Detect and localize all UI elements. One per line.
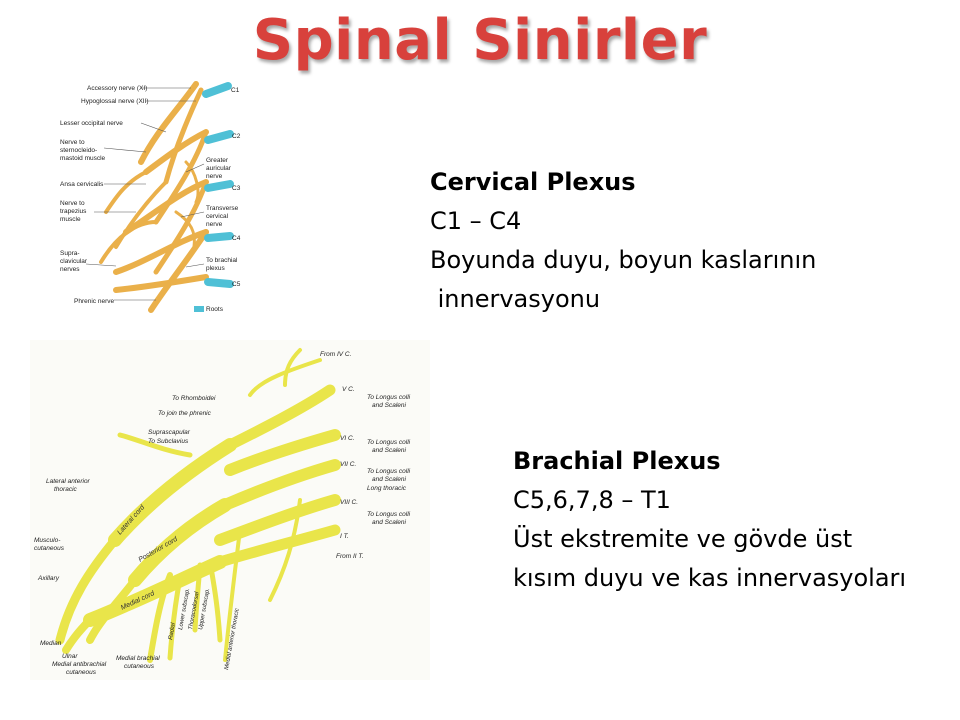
label-musculo-1: Musculo- xyxy=(34,537,61,544)
label-lat-ant-2: thoracic xyxy=(54,486,78,493)
label-i-t: I T. xyxy=(340,533,349,540)
label-longus-1a: To Longus colli xyxy=(367,394,411,401)
label-v-c: V C. xyxy=(342,386,355,393)
label-roots: Roots xyxy=(206,306,224,313)
cervical-heading: Cervical Plexus xyxy=(430,168,636,196)
label-suprascapular: Suprascapular xyxy=(148,429,191,436)
label-longus-1b: and Scaleni xyxy=(372,402,407,409)
brachial-line-2: kısım duyu ve kas innervasyoları xyxy=(513,564,907,592)
label-longus-3b: and Scaleni xyxy=(372,476,407,483)
label-med-brachial-2: cutaneous xyxy=(124,663,155,670)
label-longus-2a: To Longus colli xyxy=(367,439,411,446)
label-c4: C4 xyxy=(232,235,241,242)
label-lesser-occipital: Lesser occipital nerve xyxy=(60,120,123,127)
brachial-line-1: Üst ekstremite ve gövde üst xyxy=(513,525,853,553)
brachial-text-block: Brachial Plexus C5,6,7,8 – T1 Üst ekstre… xyxy=(513,442,906,598)
label-viii-c: VIII C. xyxy=(340,499,358,506)
brachial-plexus-figure: From IV C. V C. VI C. VII C. VIII C. I T… xyxy=(30,340,430,680)
label-supra-2: clavicular xyxy=(60,258,88,265)
label-trap-1: Nerve to xyxy=(60,200,85,207)
label-trap-3: muscle xyxy=(60,216,81,223)
label-c1: C1 xyxy=(231,87,240,94)
label-med-antibrachial-2: cutaneous xyxy=(66,669,97,676)
label-join-phrenic: To join the phrenic xyxy=(158,410,212,417)
label-radial: Radial xyxy=(168,622,177,640)
cervical-roots xyxy=(202,82,234,288)
label-longus-4b: and Scaleni xyxy=(372,519,407,526)
label-brachial-2: plexus xyxy=(206,265,226,272)
label-median: Median xyxy=(40,640,62,647)
brachial-nerve-trunks xyxy=(55,348,341,663)
cervical-plexus-figure: Accessory nerve (XI) Hypoglossal nerve (… xyxy=(60,81,241,313)
label-axillary: Axillary xyxy=(37,575,60,582)
label-hypoglossal-nerve: Hypoglossal nerve (XII) xyxy=(81,98,149,105)
label-greater-2: auricular xyxy=(206,165,232,172)
cervical-leader-lines xyxy=(85,87,205,301)
roots-legend-swatch xyxy=(194,306,204,312)
label-c2: C2 xyxy=(232,133,241,140)
label-longus-2b: and Scaleni xyxy=(372,447,407,454)
label-trap-2: trapezius xyxy=(60,208,87,215)
slide-title: Spinal Sinirler xyxy=(252,8,708,73)
label-transverse-3: nerve xyxy=(206,221,223,228)
label-transverse-1: Transverse xyxy=(206,205,239,212)
cervical-segments: C1 – C4 xyxy=(430,207,522,235)
label-musculo-2: cutaneous xyxy=(34,545,65,552)
label-from-ii-t: From II T. xyxy=(336,553,364,560)
label-vii-c: VII C. xyxy=(340,461,356,468)
label-c5: C5 xyxy=(232,281,241,288)
cervical-line-2: innervasyonu xyxy=(430,285,601,313)
brachial-segments: C5,6,7,8 – T1 xyxy=(513,486,671,514)
label-sterno-1: Nerve to xyxy=(60,139,85,146)
label-med-antibrachial-1: Medial antibrachial xyxy=(52,661,107,668)
label-longus-4a: To Longus colli xyxy=(367,511,411,518)
label-vi-c: VI C. xyxy=(340,435,355,442)
label-from-iv-c: From IV C. xyxy=(320,351,352,358)
cervical-text-block: Cervical Plexus C1 – C4 Boyunda duyu, bo… xyxy=(430,163,816,319)
cervical-line-1: Boyunda duyu, boyun kaslarının xyxy=(430,246,817,274)
label-supra-3: nerves xyxy=(60,266,80,273)
label-brachial-1: To brachial xyxy=(206,257,238,264)
label-long-thoracic: Long thoracic xyxy=(367,485,407,492)
label-sterno-3: mastoid muscle xyxy=(60,155,106,162)
label-med-brachial-1: Medial brachial xyxy=(116,655,160,662)
label-accessory-nerve: Accessory nerve (XI) xyxy=(87,85,147,92)
brachial-heading: Brachial Plexus xyxy=(513,447,721,475)
label-rhomboidei: To Rhomboidei xyxy=(172,395,216,402)
label-transverse-2: cervical xyxy=(206,213,229,220)
label-ansa-cervicalis: Ansa cervicalis xyxy=(60,181,104,188)
label-phrenic-nerve: Phrenic nerve xyxy=(74,298,114,305)
label-c3: C3 xyxy=(232,185,241,192)
cervical-nerve-trunks xyxy=(99,81,209,313)
label-supra-1: Supra- xyxy=(60,250,80,257)
label-ulnar: Ulnar xyxy=(62,653,78,660)
label-greater-3: nerve xyxy=(206,173,223,180)
label-subclavius: To Subclavius xyxy=(148,438,189,445)
label-sterno-2: sternocleido- xyxy=(60,147,97,154)
label-greater-1: Greater xyxy=(206,157,229,164)
label-lat-ant-1: Lateral anterior xyxy=(46,478,91,485)
label-longus-3a: To Longus colli xyxy=(367,468,411,475)
